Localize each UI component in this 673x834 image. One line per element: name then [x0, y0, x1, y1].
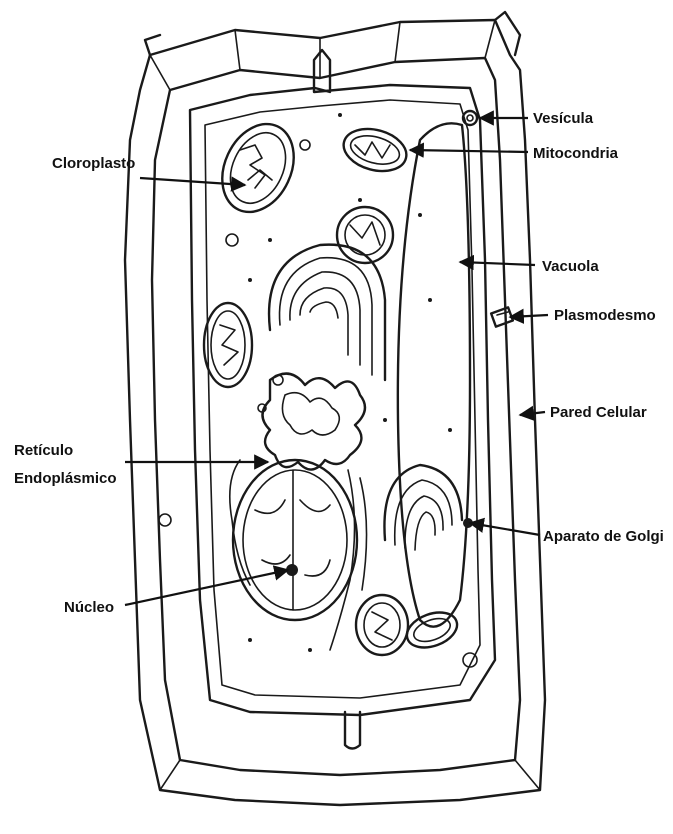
label-pared-celular: Pared Celular [550, 404, 647, 421]
labels: Vesícula Mitocondria Cloroplasto Vacuola… [14, 110, 664, 616]
label-cloroplasto: Cloroplasto [52, 155, 135, 172]
chloroplast-2 [204, 303, 252, 387]
label-nucleo: Núcleo [64, 599, 114, 616]
cell-wall [125, 12, 545, 805]
label-reticulo-line2: Endoplásmico [14, 470, 117, 487]
mitochondrion-3 [356, 595, 408, 655]
label-vacuola: Vacuola [542, 258, 599, 275]
plasmodesma [491, 307, 513, 326]
nucleus [233, 460, 357, 620]
leader-lines [125, 118, 548, 605]
label-plasmodesmo: Plasmodesmo [554, 307, 656, 324]
label-reticulo-line1: Retículo [14, 442, 73, 459]
label-mitocondria: Mitocondria [533, 145, 619, 162]
cytoplasm-granules [159, 113, 477, 667]
membrane-protrusion-bottom [345, 712, 360, 749]
label-vesicula: Vesícula [533, 110, 594, 127]
golgi-apparatus [384, 465, 473, 550]
mitochondrion [339, 122, 411, 177]
membrane-stack-top [269, 245, 385, 380]
endoplasmic-reticulum [230, 374, 367, 650]
vacuole [398, 123, 470, 626]
chloroplast [209, 112, 308, 223]
label-aparato-golgi: Aparato de Golgi [543, 528, 664, 545]
